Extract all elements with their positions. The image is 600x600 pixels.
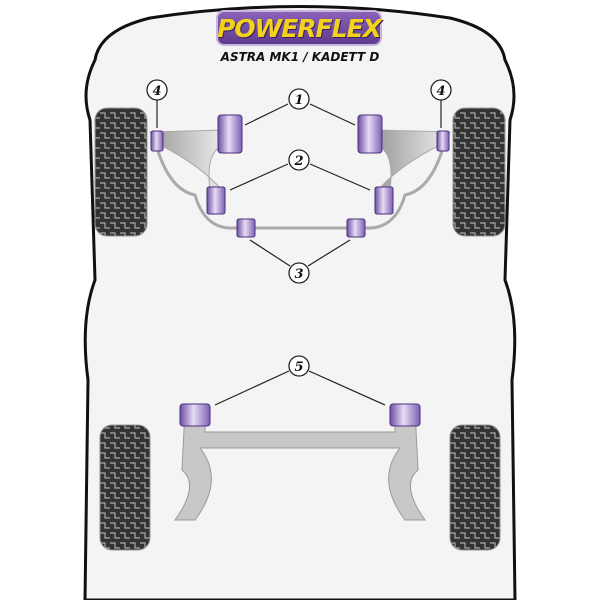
callout-3: 3 (288, 262, 310, 284)
svg-text:2: 2 (293, 154, 303, 169)
bush-2-right (374, 186, 394, 215)
brand-name: POWERFLEX (217, 13, 382, 43)
svg-text:3: 3 (294, 267, 303, 282)
bush-2-left (206, 186, 226, 215)
svg-text:4: 4 (436, 84, 445, 99)
callout-5: 5 (288, 355, 310, 377)
bush-5-left (179, 403, 211, 427)
bush-1-right (357, 114, 383, 154)
callout-2: 2 (288, 149, 310, 171)
bush-4-left (150, 130, 164, 152)
rear-beam-axle (174, 409, 426, 521)
bush-3-left (236, 218, 256, 238)
bush-5-right (389, 403, 421, 427)
callout-4-left: 4 (146, 79, 168, 101)
callout-1: 1 (288, 88, 310, 110)
rear-right-tire (449, 424, 501, 551)
callout-4-right: 4 (430, 79, 452, 101)
powerflex-logo: POWERFLEX (216, 10, 382, 46)
leader-lines (156, 100, 442, 406)
svg-text:1: 1 (294, 93, 303, 108)
model-title: ASTRA MK1 / KADETT D (220, 50, 380, 64)
front-anti-roll-bar (155, 147, 445, 230)
svg-text:5: 5 (294, 360, 303, 375)
bush-4-right (436, 130, 450, 152)
bush-1-left (217, 114, 243, 154)
rear-left-tire (99, 424, 151, 551)
bush-3-right (346, 218, 366, 238)
svg-text:4: 4 (152, 84, 161, 99)
front-right-tire (452, 107, 506, 237)
front-left-tire (94, 107, 148, 237)
